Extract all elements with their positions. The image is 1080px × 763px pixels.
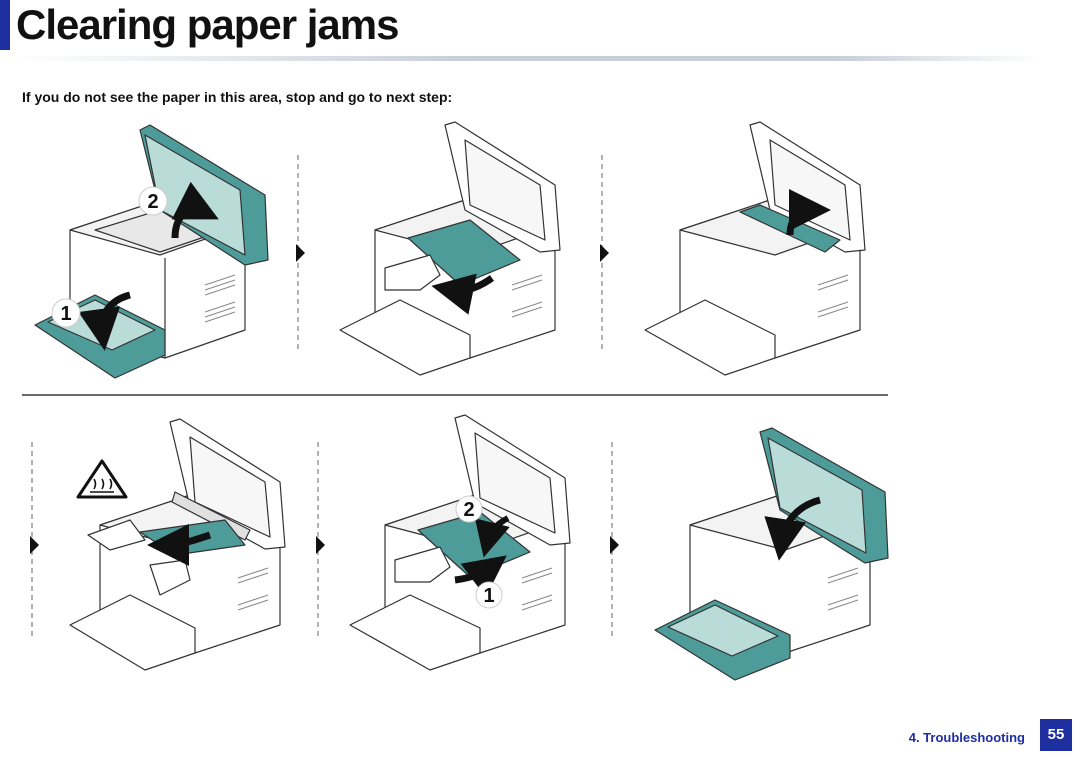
close-cover-arrow-icon bbox=[764, 496, 822, 561]
lift-guide-arrow-icon bbox=[786, 189, 831, 236]
page-number: 55 bbox=[1040, 719, 1072, 751]
step-1-illustration bbox=[34, 124, 269, 379]
next-step-arrow-icon bbox=[296, 244, 305, 262]
insert-cartridge-arrow-icon bbox=[454, 555, 507, 598]
callout-1: 1 bbox=[483, 585, 494, 607]
footer-section-label: 4. Troubleshooting bbox=[908, 730, 1025, 745]
title-rule bbox=[10, 56, 1040, 61]
callout-1: 1 bbox=[60, 303, 71, 325]
callout-1-badge bbox=[475, 581, 503, 609]
page-title: Clearing paper jams bbox=[16, 1, 399, 48]
hot-surface-warning-icon bbox=[76, 459, 128, 499]
callout-2: 2 bbox=[147, 191, 158, 213]
step-3-illustration bbox=[644, 121, 866, 376]
next-step-arrow-icon bbox=[610, 536, 619, 554]
callout-2-badge bbox=[138, 186, 168, 216]
next-step-arrow-icon bbox=[600, 244, 609, 262]
pull-cartridge-arrow-icon bbox=[431, 273, 495, 315]
press-lever-arrow-icon bbox=[474, 515, 510, 558]
open-cover-arrow-icon bbox=[171, 181, 219, 239]
next-step-arrow-icon bbox=[30, 536, 39, 554]
step-2-illustration bbox=[339, 121, 561, 376]
callout-2: 2 bbox=[463, 499, 474, 521]
callout-2-badge bbox=[455, 495, 483, 523]
pull-paper-arrow-icon bbox=[147, 523, 212, 566]
callout-1-badge bbox=[51, 298, 81, 328]
instruction-text: If you do not see the paper in this area… bbox=[22, 89, 453, 105]
open-tray-arrow-icon bbox=[78, 291, 132, 351]
step-5-illustration bbox=[349, 414, 571, 671]
title-accent-bar bbox=[0, 0, 10, 50]
next-step-arrow-icon bbox=[316, 536, 325, 554]
step-6-illustration bbox=[654, 427, 889, 681]
